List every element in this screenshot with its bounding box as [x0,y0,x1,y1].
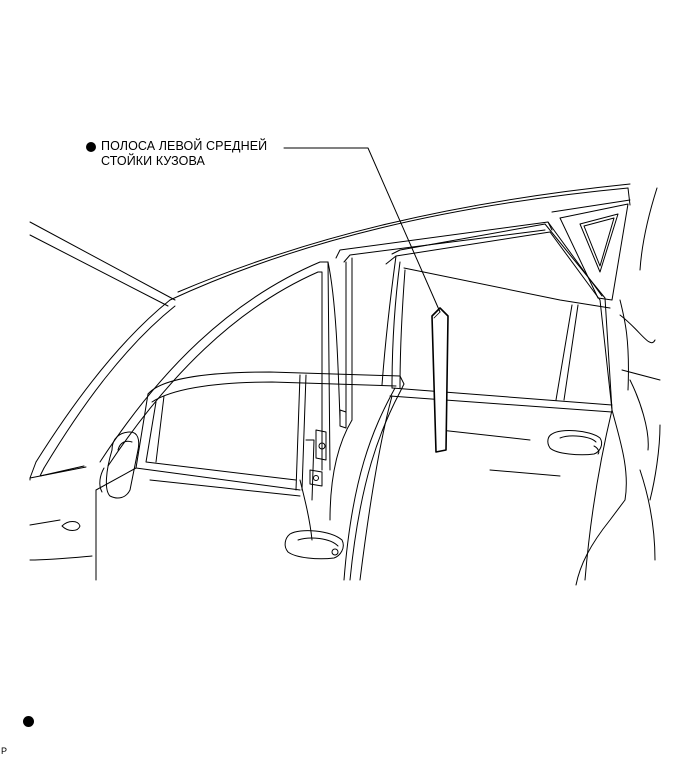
front-window-opening [99,261,341,471]
roof-outline [169,183,658,301]
door-hinge-area [305,409,347,501]
quarter-window [551,199,631,301]
front-door-handle [284,530,344,560]
rear-door-frame [381,221,613,413]
filled-circle-icon [86,142,96,152]
windshield-lines [29,221,176,307]
a-pillar [29,299,176,481]
center-pillar-strip [431,307,449,453]
lower-body-lines [29,519,93,561]
leader-line [283,147,441,313]
front-door [95,371,405,581]
rear-door-handle [547,430,603,456]
callout-label-line1: ПОЛОСА ЛЕВОЙ СРЕДНЕЙ [101,139,268,153]
figure-code: P [1,746,8,756]
side-mirror [99,431,140,499]
rear-body-side [575,299,661,586]
filled-circle-icon [23,716,34,727]
rear-door-lower [359,395,613,581]
body-center-pillar [329,221,553,521]
callout-label-line2: СТОЙКИ КУЗОВА [101,154,205,168]
